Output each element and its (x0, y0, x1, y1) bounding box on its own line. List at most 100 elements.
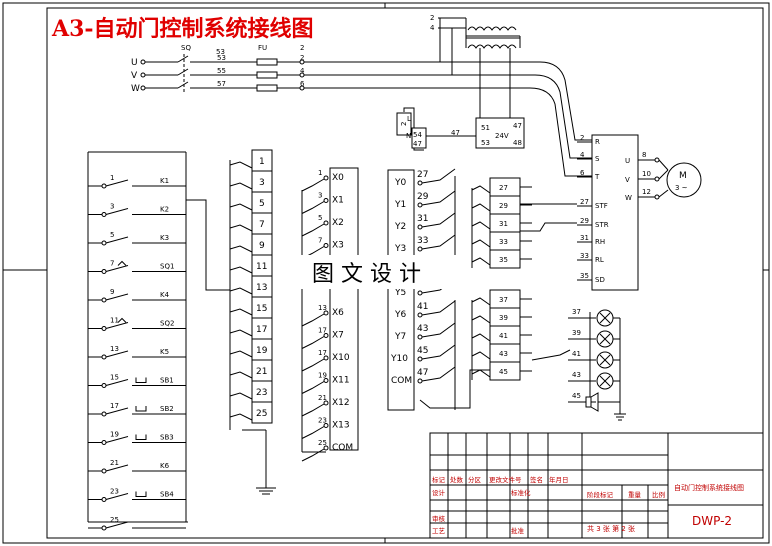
switch-wire-num: 5 (110, 231, 114, 239)
plc-output-label: Y7 (394, 332, 406, 342)
plc-input-pin (323, 175, 329, 181)
plc-outputs: Y027Y129Y231Y333Y4Y539Y641Y743Y1045COM47 (387, 168, 520, 411)
switch-pin (101, 468, 107, 474)
plc-output-num: 31 (417, 214, 428, 224)
inverter-pin-STR: STR (595, 221, 609, 229)
switch-name: SB3 (160, 434, 174, 442)
relay-block: 51 47 53 24V 48 (475, 117, 525, 149)
switch-pin (101, 525, 107, 531)
plc-input-X2: X25 (301, 214, 344, 237)
transformer-in-a: 2 (430, 14, 434, 22)
phase-terminal (140, 72, 146, 78)
plc-output-pin (417, 180, 423, 186)
plc-input-label: COM (332, 443, 353, 453)
terminal-7: 7 (229, 212, 273, 235)
group-terminal-num: 31 (499, 220, 508, 228)
title-block-approve: 批准 (511, 526, 525, 535)
inverter-wire-num: 31 (580, 234, 589, 242)
plc-input-num: 25 (318, 439, 327, 447)
inverter-wire-num: 6 (580, 169, 585, 177)
switch-wire-num: 13 (110, 345, 119, 353)
switch-wire-num: 17 (110, 402, 119, 410)
plc-inputs: X01X13X25X37X613X717X1017X1119X1221X1323… (301, 167, 359, 462)
terminal-23: 23 (229, 380, 273, 403)
terminal-17: 17 (229, 317, 273, 340)
supply-label-2: 2 (400, 122, 408, 126)
switch-wire-num: 25 (110, 516, 119, 524)
inverter-pin-R: R (595, 138, 600, 146)
switch-name: SQ1 (160, 263, 174, 271)
switch-wire-num: 21 (110, 459, 119, 467)
terminal-9: 9 (229, 233, 273, 256)
terminal-num: 25 (256, 409, 267, 419)
title-block-scale: 比例 (652, 490, 665, 499)
plc-input-label: X6 (332, 308, 344, 318)
terminal-13: 13 (229, 275, 273, 298)
inverter-pin-RH: RH (595, 238, 605, 246)
terminal-num: 7 (259, 220, 265, 230)
supply-t47: 47 (413, 140, 422, 148)
terminal-21: 21 (229, 359, 273, 382)
wire-num: 57 (217, 80, 226, 88)
plc-input-COM: COM 25 (301, 439, 353, 462)
terminal-15: 15 (229, 296, 273, 319)
plc-output-num: 43 (417, 324, 428, 334)
plc-output-num: 33 (417, 236, 428, 246)
inverter-out-terminal (654, 176, 660, 182)
wire-num: 55 (217, 67, 226, 75)
title-block-design: 设计 (432, 488, 446, 497)
terminal-3: 3 (229, 170, 273, 193)
inverter-out-num: 12 (642, 188, 651, 196)
terminal-num: 23 (256, 388, 267, 398)
switch-wire-num: 7 (110, 260, 114, 268)
terminal-num: 15 (256, 304, 267, 314)
plc-input-label: X1 (332, 196, 344, 206)
terminal-11: 11 (229, 254, 273, 277)
switch-name: K5 (160, 348, 169, 356)
plc-output-label: Y3 (394, 244, 406, 254)
plc-input-label: X10 (332, 353, 350, 363)
title-block-row1-0: 标记 (432, 475, 446, 484)
switch-wire-num: 15 (110, 374, 119, 382)
plc-output-label: Y5 (394, 288, 406, 298)
switch-pin (101, 411, 107, 417)
plc-output-block (387, 169, 415, 411)
plc-input-label: X7 (332, 331, 344, 341)
switch-pin (101, 354, 107, 360)
terminal-1: 1 (229, 149, 273, 172)
supply-block: 2 L N 54 47 47 (396, 107, 478, 151)
plc-input-pin (323, 445, 329, 451)
plc-input-label: X11 (332, 376, 350, 386)
buzzer-body (585, 396, 592, 408)
inverter-pin-SD: SD (595, 276, 605, 284)
plc-output-num: 29 (417, 192, 429, 202)
inverter-out-U: U (625, 157, 630, 165)
terminal-19: 19 (229, 338, 273, 361)
plc-input-pin (323, 220, 329, 226)
inverter-out-num: 10 (642, 170, 651, 178)
plc-input-pin (323, 243, 329, 248)
inverter-wire-num: 2 (580, 134, 584, 142)
lamp-43: 43 (568, 371, 620, 390)
plc-input-X3: X37 (301, 237, 344, 259)
terminal-5: 5 (229, 191, 273, 214)
group-terminal-num: 45 (499, 368, 508, 376)
plc-output-num: 41 (417, 302, 428, 312)
plc-input-num: 5 (318, 214, 322, 222)
motor-label: M (679, 171, 687, 181)
plc-input-num: 23 (318, 417, 327, 425)
phase-label-U: U (131, 58, 138, 68)
title-block-craft: 工艺 (432, 527, 446, 535)
group-terminal-num: 41 (499, 332, 508, 340)
